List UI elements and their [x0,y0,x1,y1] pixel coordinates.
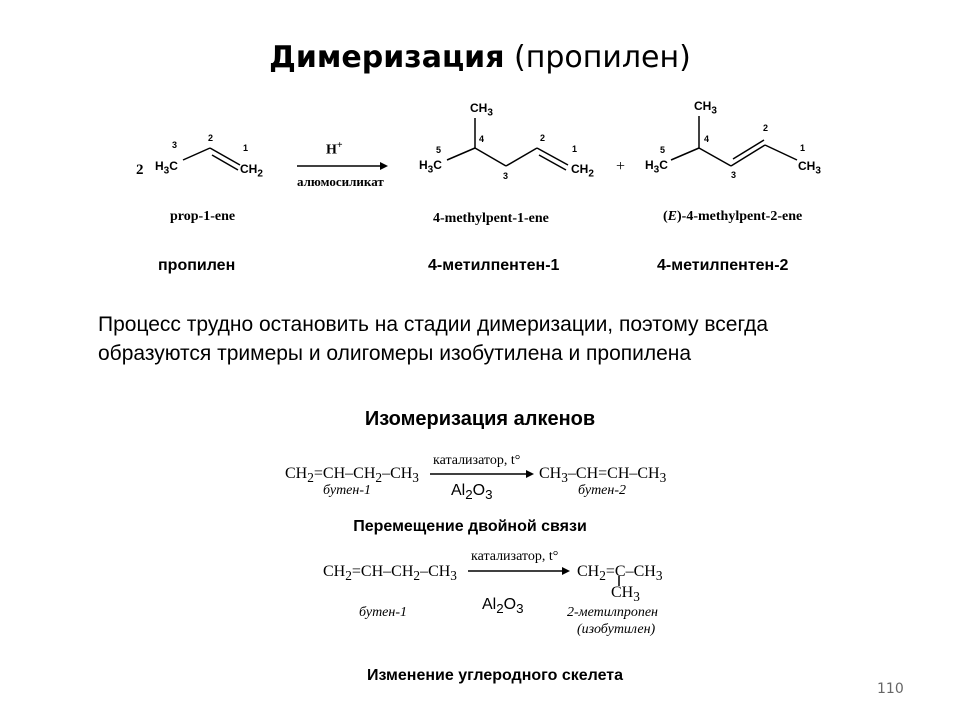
p2-locant-3: 3 [731,170,737,180]
r2-reactant: CH2=CH–CH2–CH3 [323,563,457,584]
r1-product-name: бутен-2 [578,483,627,498]
r2-product-name2: (изобутилен) [577,622,656,637]
catalyst-name: алюмосиликат [297,174,384,189]
p1-bond-5-4 [446,147,476,161]
r2-catalyst: Al2O3 [482,596,524,617]
propene-ch2: CH2 [240,162,263,180]
propene-double-bond [211,154,239,171]
r1-product: CH3–CH=CH–CH3 [539,465,667,486]
r1-condition: катализатор, t° [433,453,521,468]
title-rest: (пропилен) [504,40,691,75]
slide-title: Димеризация (пропилен) [0,40,960,75]
p1-locant-3: 3 [503,171,509,181]
p1-double-bond [538,154,567,171]
r2-reactant-name: бутен-1 [359,605,408,620]
p2-locant-4: 4 [704,134,710,144]
p2-locant-5: 5 [660,145,666,155]
p2-bond-5-4 [670,147,700,161]
propene-bond-3-2 [182,147,211,161]
title-bold: Димеризация [269,40,505,75]
propene-bond-2-1 [209,147,241,166]
p1-h3c: H3C [419,158,442,176]
r1-caption: Перемещение двойной связи [353,518,587,535]
r1-reactant: CH2=CH–CH2–CH3 [285,465,419,486]
name-p1-ru: 4-метилпентен-1 [428,257,560,274]
page-number: 110 [877,681,904,697]
section-heading: Изомеризация алкенов [364,408,596,430]
name-p2-en: (E)-4-methylpent-2-ene [663,209,803,224]
p2-bond-3-2 [730,144,766,167]
r2-product-branch: CH3 [611,584,640,605]
p1-bond-3-2 [505,147,538,167]
p2-h3c: H3C [645,158,668,176]
p1-ch3: CH3 [470,101,493,119]
r2-product-name: 2-метилпропен [567,605,658,620]
p2-double-bond [732,139,765,160]
p1-locant-2: 2 [540,133,546,143]
p1-bond-2-1 [536,147,569,166]
p2-bond-4-3 [698,147,732,167]
propene-locant-3: 3 [172,140,178,150]
p2-ch3: CH3 [694,99,717,117]
body-paragraph: Процесс трудно остановить на стадии диме… [98,313,769,365]
coefficient: 2 [136,162,144,178]
p1-locant-4: 4 [479,134,485,144]
p2-ch3-end: CH3 [798,159,821,177]
r1-catalyst: Al2O3 [451,482,493,503]
name-propene-ru: пропилен [158,257,236,274]
p2-locant-1: 1 [800,143,806,153]
r1-reactant-name: бутен-1 [323,483,372,498]
plus-sign: + [616,158,626,175]
propene-locant-1: 1 [243,143,249,153]
r2-caption: Изменение углеродного скелета [367,667,623,684]
name-p2-ru: 4-метилпентен-2 [657,257,789,274]
name-propene-en: prop-1-ene [170,209,236,224]
r2-product: CH2=C–CH3 [577,563,663,584]
p1-locant-1: 1 [572,144,578,154]
propene-locant-2: 2 [208,133,214,143]
p2-bond-2-1 [764,144,798,161]
p1-locant-5: 5 [436,145,442,155]
p1-ch2: CH2 [571,162,594,180]
catalyst-h: H+ [326,140,343,158]
p2-locant-2: 2 [763,123,769,133]
propene-h3c: H3C [155,159,178,177]
p1-bond-4-3 [474,147,507,167]
name-p1-en: 4-methylpent-1-ene [433,211,549,226]
r2-condition: катализатор, t° [471,549,559,564]
